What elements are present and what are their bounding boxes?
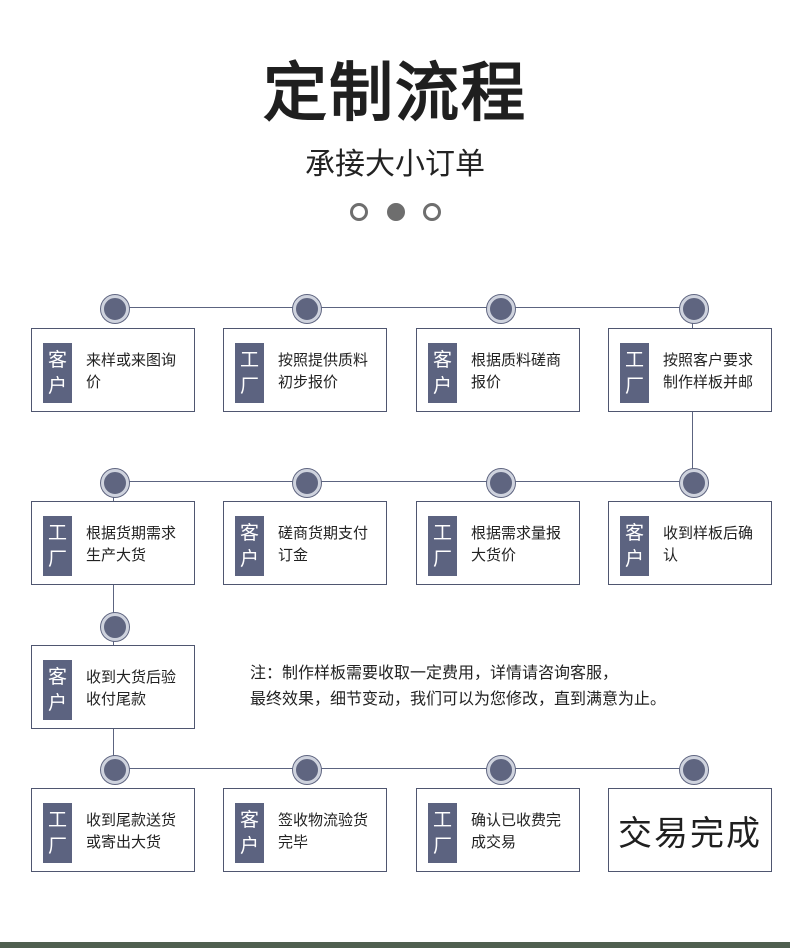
flow-node [101,613,129,641]
page-title: 定制流程 [263,57,527,131]
step-card-4: 工 厂 按照客户要求制作样板并邮 [608,328,772,412]
step-card-5: 客 户 收到样板后确认 [608,501,772,585]
role-tag: 客 户 [428,343,457,403]
step-card-7: 客 户 磋商货期支付订金 [223,501,387,585]
flow-node [487,295,515,323]
step-text: 根据质料磋商报价 [471,351,562,391]
step-text: 按照提供质料初步报价 [278,351,369,391]
step-card-9: 客 户 收到大货后验收付尾款 [31,645,195,729]
step-card-11: 客 户 签收物流验货完毕 [223,788,387,872]
flow-node [293,295,321,323]
step-text: 收到尾款送货或寄出大货 [86,811,177,851]
step-card-1: 客 户 来样或来图询价 [31,328,195,412]
final-step-label: 交易完成 [618,813,762,854]
pager-dot[interactable] [423,203,441,221]
flow-node [101,469,129,497]
note-line-2: 最终效果，细节变动，我们可以为您修改，直到满意为止。 [250,689,667,708]
step-card-final: 交易完成 [608,788,772,872]
role-tag: 工 厂 [43,803,72,863]
step-text: 根据需求量报大货价 [471,524,562,564]
role-tag: 客 户 [235,516,264,576]
role-tag: 客 户 [43,660,72,720]
flow-node [680,469,708,497]
step-card-2: 工 厂 按照提供质料初步报价 [223,328,387,412]
flow-node [101,756,129,784]
footer-bar [0,942,790,948]
role-tag: 客 户 [620,516,649,576]
pager-dot-active[interactable] [387,203,405,221]
step-card-8: 工 厂 根据货期需求生产大货 [31,501,195,585]
step-card-3: 客 户 根据质料磋商报价 [416,328,580,412]
carousel-pager [0,203,790,221]
note-text: 注：制作样板需要收取一定费用，详情请咨询客服， 最终效果，细节变动，我们可以为您… [250,660,770,712]
flow-node [101,295,129,323]
step-card-6: 工 厂 根据需求量报大货价 [416,501,580,585]
flow-line-row2 [113,481,692,482]
step-text: 来样或来图询价 [86,351,177,391]
flow-node [293,469,321,497]
role-tag: 客 户 [235,803,264,863]
role-tag: 工 厂 [43,516,72,576]
step-text: 确认已收费完成交易 [471,811,562,851]
step-text: 收到大货后验收付尾款 [86,668,177,708]
step-text: 收到样板后确认 [663,524,754,564]
step-text: 按照客户要求制作样板并邮 [663,351,754,391]
pager-dot[interactable] [350,203,368,221]
note-line-1: 注：制作样板需要收取一定费用，详情请咨询客服， [250,663,619,682]
flow-node [293,756,321,784]
flow-node [680,295,708,323]
flow-line-row4 [113,768,692,769]
page-subtitle: 承接大小订单 [305,147,485,182]
role-tag: 工 厂 [235,343,264,403]
flow-node [487,469,515,497]
role-tag: 工 厂 [428,803,457,863]
role-tag: 工 厂 [428,516,457,576]
flow-node [487,756,515,784]
flow-line-row1 [113,307,692,308]
step-text: 磋商货期支付订金 [278,524,369,564]
role-tag: 客 户 [43,343,72,403]
role-tag: 工 厂 [620,343,649,403]
step-card-12: 工 厂 确认已收费完成交易 [416,788,580,872]
step-text: 签收物流验货完毕 [278,811,369,851]
step-text: 根据货期需求生产大货 [86,524,177,564]
step-card-10: 工 厂 收到尾款送货或寄出大货 [31,788,195,872]
flow-node [680,756,708,784]
